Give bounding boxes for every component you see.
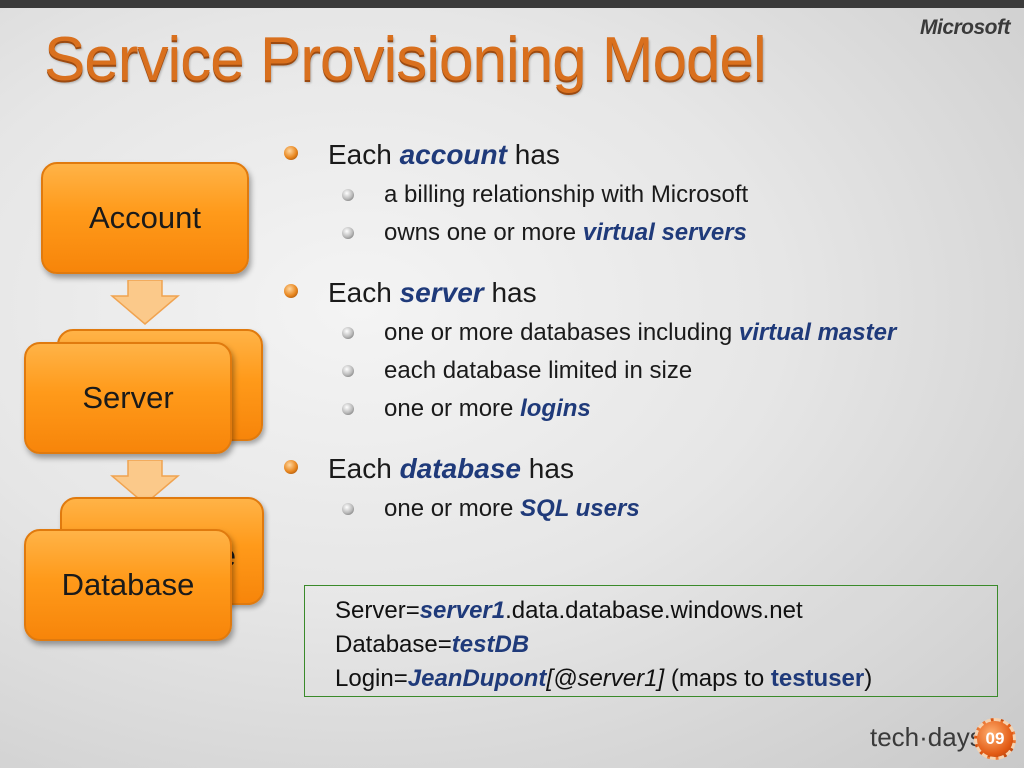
bullet-emphasis: database (399, 453, 522, 484)
bullet-emphasis: server (399, 277, 484, 308)
bullet-group-database: Each database has one or more SQL users (284, 450, 964, 524)
top-bar (0, 0, 1024, 8)
gray-bullet-icon (342, 503, 354, 515)
account-label: Account (88, 200, 201, 235)
server-value: server1 (419, 597, 506, 624)
down-arrow-2 (110, 460, 180, 505)
orange-bullet-icon (284, 284, 298, 298)
bullet-group-server: Each server has one or more databases in… (284, 274, 964, 424)
login-key: Login= (335, 665, 408, 692)
bullet-emphasis: account (399, 139, 507, 170)
sub-bullet-emphasis: virtual servers (582, 219, 747, 246)
sub-bullet: one or more logins (284, 394, 964, 424)
sub-bullet: a billing relationship with Microsoft (284, 180, 964, 210)
sub-bullet: owns one or more virtual servers (284, 218, 964, 248)
microsoft-logo: Microsoft (920, 16, 1011, 39)
sub-bullet-text: a billing relationship with Microsoft (384, 181, 749, 208)
gray-bullet-icon (342, 189, 354, 201)
orange-bullet-icon (284, 146, 298, 160)
bullet-text: has (506, 139, 560, 170)
database-label: Database (61, 567, 195, 602)
gray-bullet-icon (342, 327, 354, 339)
server-key: Server= (335, 597, 420, 624)
maps-to-text: (maps to (664, 665, 771, 692)
server-label: Server (82, 380, 174, 415)
gray-bullet-icon (342, 227, 354, 239)
bullet-text: Each (328, 139, 400, 170)
sub-bullet-emphasis: logins (520, 395, 591, 422)
database-key: Database= (335, 631, 452, 658)
bullet-account: Each account has (284, 136, 964, 174)
sub-bullet-text: one or more (384, 395, 521, 422)
sub-bullet-emphasis: SQL users (520, 495, 640, 522)
connection-database-line: Database=testDB (335, 628, 997, 662)
account-box: Account (41, 162, 249, 274)
bullet-text: has (483, 277, 537, 308)
connection-example-box: Server=server1.data.database.windows.net… (304, 585, 998, 697)
sub-bullet-text: each database limited in size (384, 357, 693, 384)
sub-bullet-emphasis: virtual master (738, 319, 897, 346)
bullet-text: Each (328, 277, 400, 308)
gray-bullet-icon (342, 365, 354, 377)
sub-bullet-text: one or more databases including (384, 319, 739, 346)
bullet-database: Each database has (284, 450, 964, 488)
connection-server-line: Server=server1.data.database.windows.net (335, 594, 997, 628)
sub-bullet: one or more databases including virtual … (284, 318, 964, 348)
login-value: JeanDupont (407, 665, 547, 692)
bullet-text: has (521, 453, 574, 484)
maps-to-user: testuser (770, 665, 865, 692)
connection-login-line: Login=JeanDupont[@server1] (maps to test… (335, 662, 997, 696)
database-box: Database (24, 529, 232, 641)
bullet-text: Each (328, 453, 400, 484)
maps-to-close: ) (864, 665, 873, 692)
sub-bullet-text: one or more (384, 495, 521, 522)
database-value: testDB (451, 631, 530, 658)
slide-title: Service Provisioning Model (44, 25, 767, 94)
server-suffix: .data.database.windows.net (505, 597, 803, 624)
sub-bullet: one or more SQL users (284, 494, 964, 524)
login-server-suffix: [@server1] (546, 665, 665, 692)
gray-bullet-icon (342, 403, 354, 415)
bullet-list: Each account has a billing relationship … (284, 136, 964, 550)
server-box: Server (24, 342, 232, 454)
orange-bullet-icon (284, 460, 298, 474)
bullet-group-account: Each account has a billing relationship … (284, 136, 964, 248)
down-arrow-1 (110, 280, 180, 325)
year-badge: 09 (974, 718, 1016, 760)
techdays-logo-text: tech·days (870, 722, 983, 752)
sub-bullet: each database limited in size (284, 356, 964, 386)
bullet-server: Each server has (284, 274, 964, 312)
sub-bullet-text: owns one or more (384, 219, 583, 246)
